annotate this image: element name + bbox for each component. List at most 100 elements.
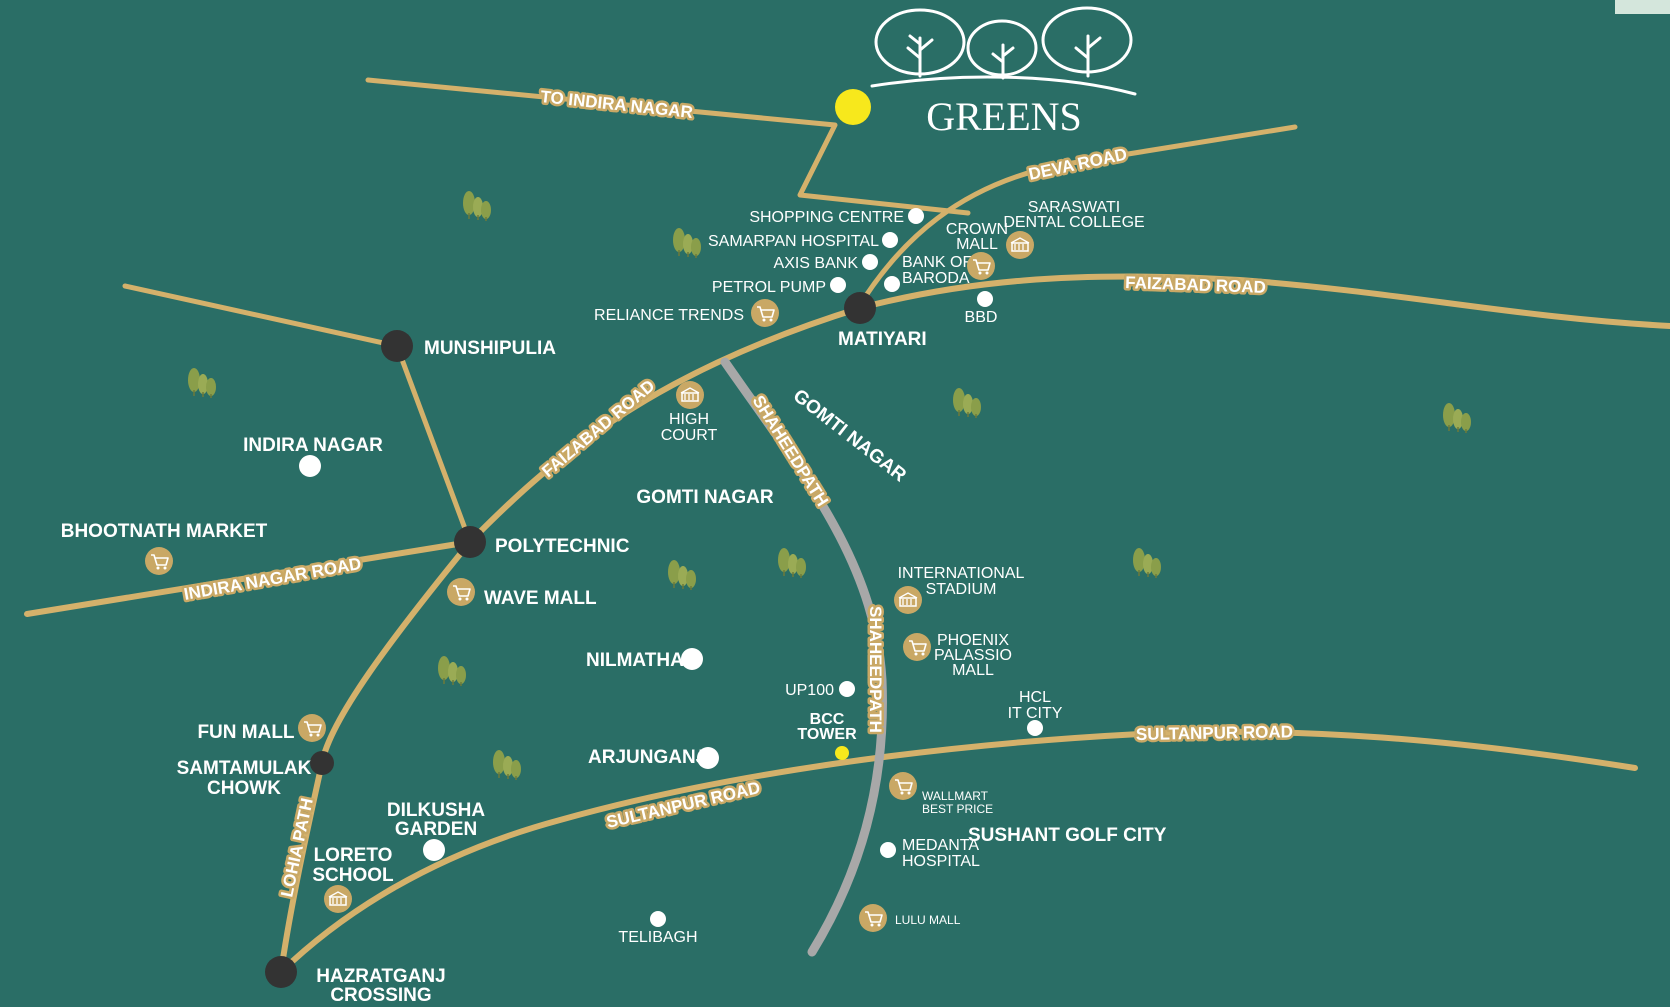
label-hcl-2: IT CITY xyxy=(1008,705,1063,722)
shopping-cart-icon xyxy=(888,771,918,801)
label-shopping-centre: SHOPPING CENTRE xyxy=(749,209,904,226)
label-bcc-1: BCC xyxy=(810,711,845,728)
label-high-court-1: HIGH xyxy=(669,411,709,428)
label-saraswati-1: SARASWATI xyxy=(1028,199,1120,216)
road-faizabad xyxy=(467,273,1670,545)
label-telibagh: TELIBAGH xyxy=(618,929,697,946)
junction-samtamulak xyxy=(310,751,334,775)
label-intl-stadium-2: STADIUM xyxy=(926,581,997,598)
poi-shopping-centre xyxy=(908,208,924,224)
brand-name: GREENS xyxy=(926,94,1082,139)
label-up100: UP100 xyxy=(785,682,834,699)
label-loreto-1: LORETO xyxy=(314,845,393,866)
tree-cluster-icon xyxy=(667,559,697,591)
road-label-sultanpur-east: SULTANPUR ROAD xyxy=(1136,722,1293,744)
label-petrol-pump: PETROL PUMP xyxy=(712,279,826,296)
label-indira-nagar: INDIRA NAGAR xyxy=(243,435,383,456)
label-reliance-trends: RELIANCE TRENDS xyxy=(594,307,744,324)
tree-cluster-icon xyxy=(672,227,702,259)
road-shaheedpath xyxy=(720,357,887,957)
poi-arjunganj xyxy=(697,747,719,769)
label-arjunganj: ARJUNGANJ xyxy=(588,747,706,768)
building-icon xyxy=(323,884,353,914)
road-label-faizabad-east: FAIZABAD ROAD xyxy=(1125,273,1266,297)
label-samarpan-hospital: SAMARPAN HOSPITAL xyxy=(708,233,879,250)
label-samtamulak-2: CHOWK xyxy=(207,778,281,799)
poi-indira-nagar xyxy=(299,455,321,477)
label-crown-mall-1: CROWN xyxy=(946,221,1008,238)
corner-tab xyxy=(1615,0,1670,14)
poi-petrol-pump xyxy=(830,277,846,293)
poi-bbd xyxy=(977,291,993,307)
label-munshipulia: MUNSHIPULIA xyxy=(424,338,556,359)
shopping-cart-icon xyxy=(966,251,996,281)
road-label-to-indira-nagar: TO INDIRA NAGAR xyxy=(540,87,694,122)
label-axis-bank: AXIS BANK xyxy=(774,255,859,272)
road-deva xyxy=(855,124,1298,311)
poi-up100 xyxy=(839,681,855,697)
poi-samarpan-hospital xyxy=(882,232,898,248)
site-marker xyxy=(835,89,871,125)
label-bbd: BBD xyxy=(965,309,998,326)
label-polytechnic: POLYTECHNIC xyxy=(495,536,630,557)
road-munshipulia-west xyxy=(122,283,400,349)
tree-cluster-icon xyxy=(777,547,807,579)
tree-cluster-icon xyxy=(437,655,467,687)
poi-bcc-tower xyxy=(835,746,849,760)
shopping-cart-icon xyxy=(858,903,888,933)
road-lohia-path xyxy=(278,539,473,975)
label-hcl-1: HCL xyxy=(1019,689,1051,706)
road-label-shaheedpath-south: SHAHEEDPATH xyxy=(866,606,885,733)
label-bank-baroda-2: BARODA xyxy=(902,270,970,287)
label-saraswati-2: DENTAL COLLEGE xyxy=(1003,214,1144,231)
road-to-indira-nagar xyxy=(365,77,971,216)
tree-cluster-icon xyxy=(1132,547,1162,579)
tree-cluster-icon xyxy=(492,749,522,781)
junction-matiyari xyxy=(844,292,876,324)
label-samtamulak-1: SAMTAMULAK xyxy=(177,758,312,779)
label-wave-mall: WAVE MALL xyxy=(484,588,597,609)
road-label-indira-nagar-road: INDIRA NAGAR ROAD xyxy=(182,554,362,604)
label-crown-mall-2: MALL xyxy=(956,236,998,253)
three-trees-logo-icon xyxy=(870,6,1137,96)
junction-hazratganj xyxy=(265,956,297,988)
building-icon xyxy=(893,585,923,615)
label-phoenix-1: PHOENIX xyxy=(937,632,1009,649)
road-munshipulia-polytechnic xyxy=(394,343,473,545)
label-phoenix-3: MALL xyxy=(952,662,994,679)
label-intl-stadium-1: INTERNATIONAL xyxy=(898,565,1025,582)
label-hazratganj-2: CROSSING xyxy=(330,985,431,1006)
tree-cluster-icon xyxy=(187,367,217,399)
label-gomti-nagar: GOMTI NAGAR xyxy=(636,487,773,508)
label-phoenix-2: PALASSIO xyxy=(934,647,1012,664)
label-bhootnath-market: BHOOTNATH MARKET xyxy=(61,521,268,542)
road-label-lohia-path: LOHIA PATH xyxy=(277,796,317,898)
road-label-faizabad-west: FAIZABAD ROAD xyxy=(538,376,658,481)
tree-cluster-icon xyxy=(952,387,982,419)
road-label-deva: DEVA ROAD xyxy=(1027,145,1129,184)
junction-polytechnic xyxy=(454,526,486,558)
label-hazratganj-1: HAZRATGANJ xyxy=(316,966,445,987)
label-high-court-2: COURT xyxy=(661,427,718,444)
label-wallmart-1: WALLMART xyxy=(922,789,989,803)
label-wallmart-2: BEST PRICE xyxy=(922,802,993,816)
shopping-cart-icon xyxy=(446,577,476,607)
label-sushant-golf-city: SUSHANT GOLF CITY xyxy=(968,825,1167,846)
poi-dilkusha-garden xyxy=(423,839,445,861)
shopping-cart-icon xyxy=(750,298,780,328)
road-indira-nagar xyxy=(24,539,473,617)
label-bcc-2: TOWER xyxy=(797,726,857,743)
label-fun-mall: FUN MALL xyxy=(197,722,294,743)
poi-nilmatha xyxy=(681,648,703,670)
shopping-cart-icon xyxy=(144,546,174,576)
tree-cluster-icon xyxy=(1442,402,1472,434)
label-medanta-1: MEDANTA xyxy=(902,837,979,854)
tree-cluster-icon xyxy=(462,190,492,222)
building-icon xyxy=(1005,230,1035,260)
label-loreto-2: SCHOOL xyxy=(312,865,394,886)
label-lulu-mall: LULU MALL xyxy=(895,913,961,927)
poi-hcl-it-city xyxy=(1027,720,1043,736)
label-nilmatha: NILMATHA xyxy=(586,650,684,671)
label-dilkusha-2: GARDEN xyxy=(395,819,477,840)
